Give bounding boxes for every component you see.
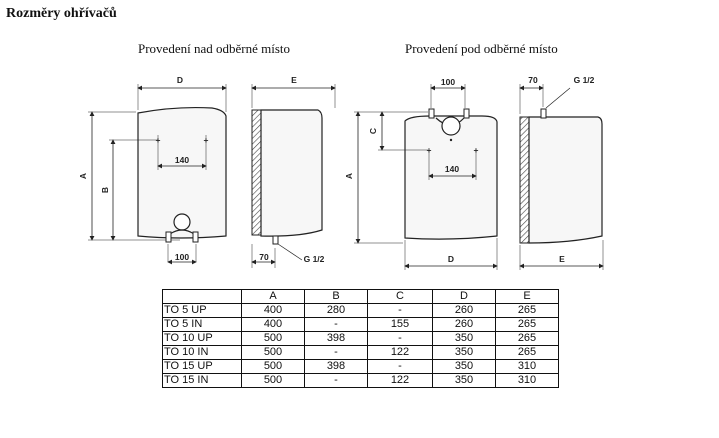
label-70-right: 70 (528, 75, 538, 85)
table-cell: 500 (241, 359, 305, 374)
table-header-cell: E (495, 289, 559, 304)
table-cell: - (304, 345, 368, 360)
table-cell: 265 (495, 345, 559, 360)
label-E-left: E (291, 75, 297, 85)
right-front-view: 100 C + + 140 A D (344, 77, 498, 270)
table-cell: 400 (241, 303, 305, 318)
label-100-left: 100 (175, 252, 189, 262)
dimensions-table: A B C D E TO 5 UP 400 280 - 260 265 TO 5… (162, 289, 559, 388)
svg-text:+: + (204, 135, 209, 145)
table-cell: - (367, 331, 433, 346)
table-cell: 280 (304, 303, 368, 318)
table-row: TO 5 IN 400 - 155 260 265 (162, 317, 559, 332)
table-cell-model: TO 5 IN (162, 317, 242, 332)
label-g12-left: G 1/2 (304, 254, 325, 264)
table-cell: 350 (432, 373, 496, 388)
table-cell: - (304, 373, 368, 388)
table-header-cell: B (304, 289, 368, 304)
table-row: TO 5 UP 400 280 - 260 265 (162, 303, 559, 318)
table-cell-model: TO 10 UP (162, 331, 242, 346)
label-100-right: 100 (441, 77, 455, 87)
table-header-cell: C (367, 289, 433, 304)
table-cell-model: TO 15 IN (162, 373, 242, 388)
label-140-right: 140 (445, 164, 459, 174)
label-E-right: E (559, 254, 565, 264)
table-cell: - (367, 359, 433, 374)
table-cell: 265 (495, 331, 559, 346)
label-140-left: 140 (175, 155, 189, 165)
table-header-row: A B C D E (162, 289, 559, 304)
label-B-left: B (100, 187, 110, 193)
table-row: TO 15 UP 500 398 - 350 310 (162, 359, 559, 374)
left-front-view: D A B + + 140 100 (78, 75, 227, 265)
table-cell: 265 (495, 303, 559, 318)
table-cell: 260 (432, 303, 496, 318)
label-C-right: C (368, 128, 378, 134)
table-cell: 122 (367, 373, 433, 388)
label-A-left: A (78, 173, 88, 179)
table-cell: - (304, 317, 368, 332)
svg-text:+: + (427, 145, 432, 155)
table-cell: 500 (241, 331, 305, 346)
table-cell-model: TO 10 IN (162, 345, 242, 360)
page-title: Rozměry ohřívačů (6, 6, 117, 21)
svg-text:+: + (156, 135, 161, 145)
label-A-right: A (344, 173, 354, 179)
table-cell: 500 (241, 345, 305, 360)
table-cell: 350 (432, 345, 496, 360)
right-side-view: 70 G 1/2 E (519, 75, 604, 270)
table-cell-model: TO 5 UP (162, 303, 242, 318)
table-cell: 350 (432, 331, 496, 346)
table-cell: 260 (432, 317, 496, 332)
label-70-left: 70 (259, 252, 269, 262)
label-D-left: D (177, 75, 183, 85)
table-cell: 500 (241, 373, 305, 388)
caption-above-sink: Provedení nad odběrné místo (138, 41, 290, 56)
table-cell: 265 (495, 317, 559, 332)
left-side-view: E 70 G 1/2 (251, 75, 336, 268)
table-header-cell (162, 289, 242, 304)
table-cell: - (367, 303, 433, 318)
table-row: TO 15 IN 500 - 122 350 310 (162, 373, 559, 388)
table-cell-model: TO 15 UP (162, 359, 242, 374)
table-header-cell: A (241, 289, 305, 304)
label-D-right: D (448, 254, 454, 264)
table-row: TO 10 UP 500 398 - 350 265 (162, 331, 559, 346)
label-g12-right: G 1/2 (574, 75, 595, 85)
table-cell: 122 (367, 345, 433, 360)
table-row: TO 10 IN 500 - 122 350 265 (162, 345, 559, 360)
table-cell: 398 (304, 359, 368, 374)
table-cell: 310 (495, 373, 559, 388)
table-cell: 400 (241, 317, 305, 332)
table-header-cell: D (432, 289, 496, 304)
table-cell: 310 (495, 359, 559, 374)
table-cell: 350 (432, 359, 496, 374)
table-cell: 398 (304, 331, 368, 346)
caption-below-sink: Provedení pod odběrné místo (405, 41, 558, 56)
svg-text:+: + (474, 145, 479, 155)
table-cell: 155 (367, 317, 433, 332)
technical-drawings: D A B + + 140 100 E (78, 75, 604, 270)
